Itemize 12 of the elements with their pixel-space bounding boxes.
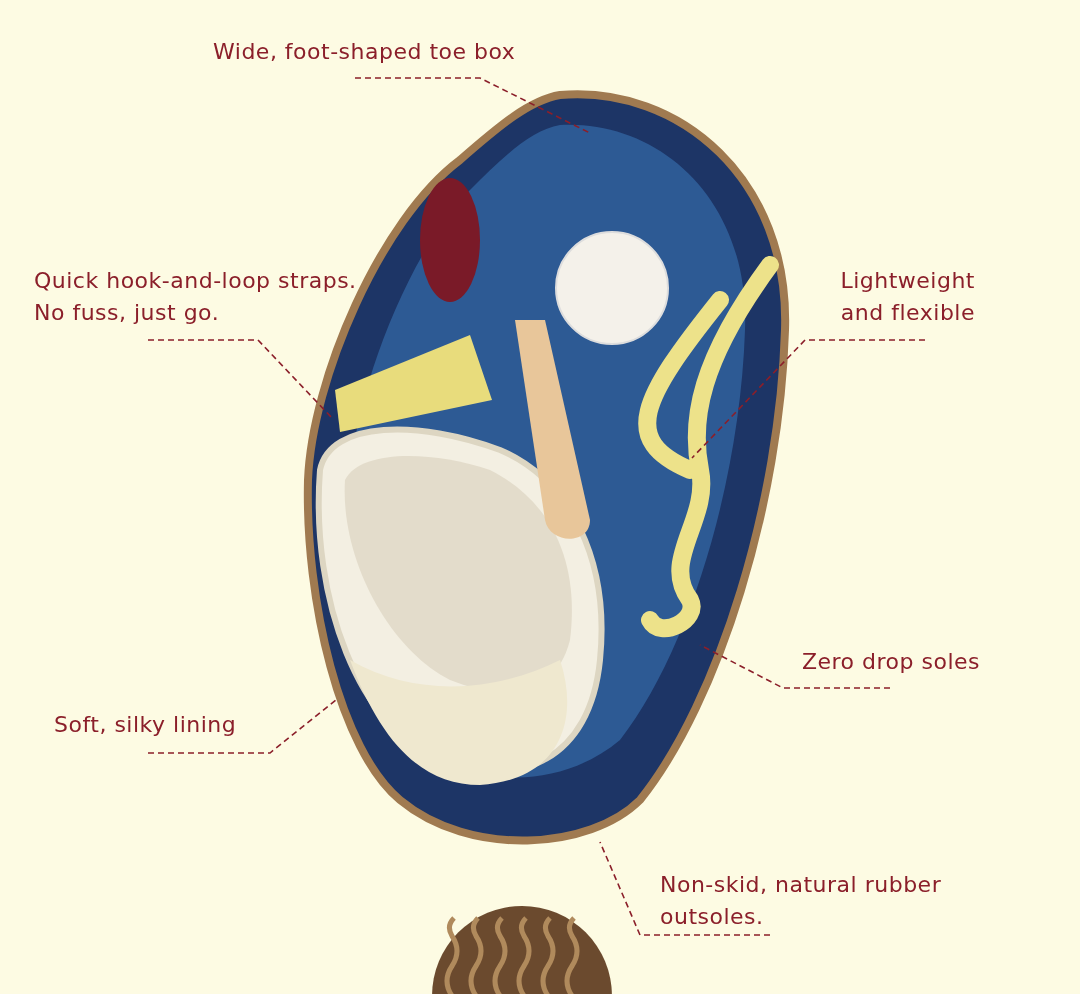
leader-line: [599, 841, 771, 936]
callout-text: Lightweight and flexible: [810, 265, 975, 329]
callout-text: Non-skid, natural rubber outsoles.: [660, 869, 970, 933]
leader-line: [147, 339, 333, 419]
leader-line: [147, 699, 337, 754]
callout-text: Wide, foot-shaped toe box: [213, 36, 553, 68]
callout-text: Quick hook-and-loop straps. No fuss, just go.: [34, 265, 364, 329]
leader-line: [691, 339, 926, 459]
leader-line: [699, 644, 891, 689]
leader-line: [354, 77, 591, 134]
callout-text: Soft, silky lining: [54, 709, 254, 741]
callout-text: Zero drop soles: [770, 646, 980, 678]
